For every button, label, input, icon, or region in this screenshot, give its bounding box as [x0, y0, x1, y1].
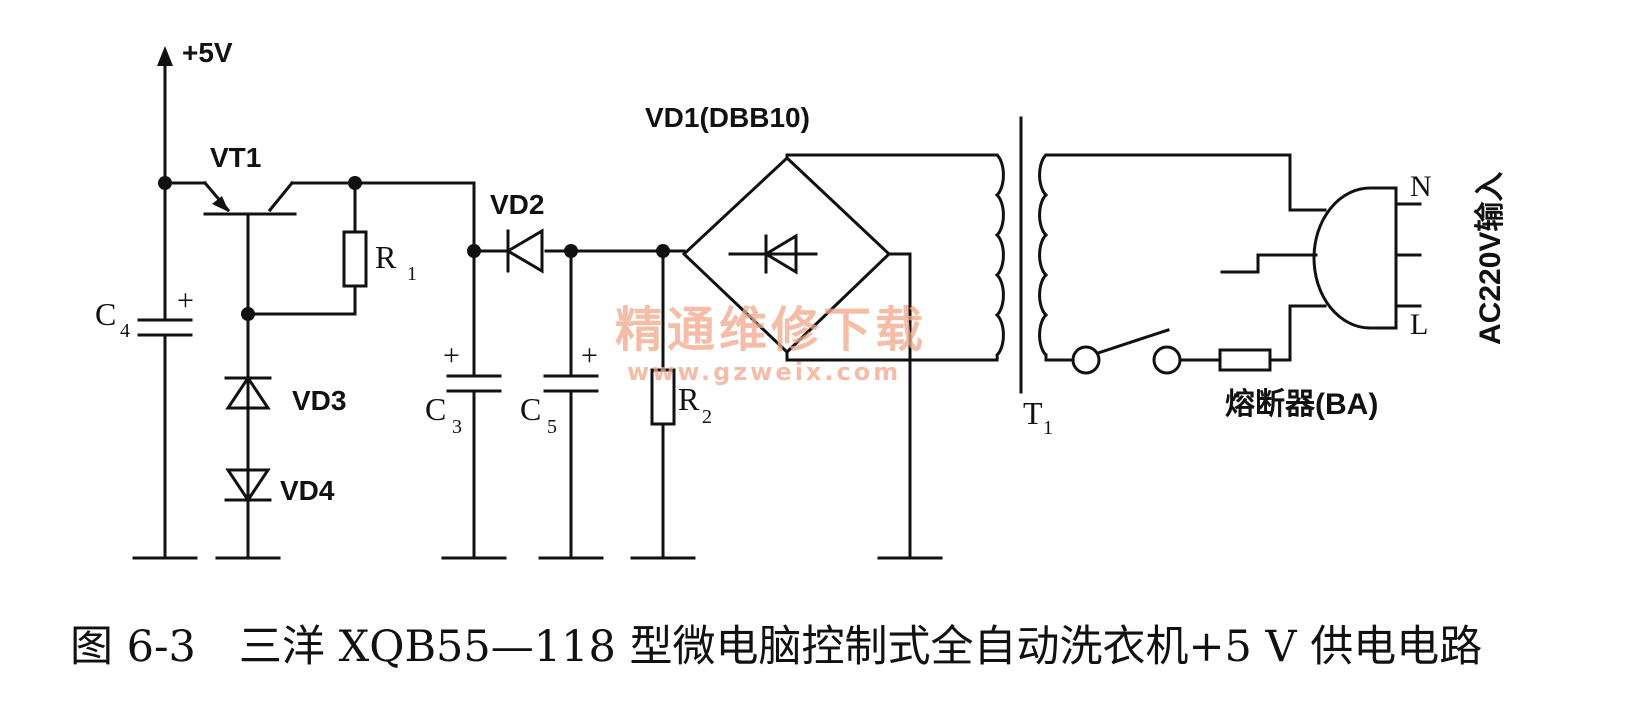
junctions	[158, 176, 670, 321]
vt1-emitter-arrow-icon	[212, 196, 229, 212]
capacitor-c3	[446, 374, 502, 393]
l-label: L	[1410, 308, 1428, 341]
c4-subscript: 4	[120, 320, 130, 342]
c5-label: C	[520, 391, 541, 427]
r2-subscript: 2	[702, 406, 712, 428]
zener-vd3	[224, 375, 272, 410]
r1-label: R	[375, 239, 397, 275]
capacitor-c5	[543, 374, 599, 393]
wires	[132, 46, 1327, 560]
c4-plus: +	[177, 284, 194, 317]
vt1-label: VT1	[210, 142, 261, 173]
power-switch	[1071, 328, 1182, 375]
ac-plug-icon	[1220, 186, 1422, 330]
fuse-label: 熔断器(BA)	[1225, 387, 1378, 421]
supply-label: +5V	[182, 37, 233, 68]
vd4-label: VD4	[280, 475, 335, 506]
c3-subscript: 3	[452, 416, 462, 438]
vd3-label: VD3	[292, 385, 346, 416]
figure-caption: 图 6-3 三洋 XQB55—118 型微电脑控制式全自动洗衣机+5 V 供电电…	[70, 622, 1483, 672]
capacitor-c4	[137, 318, 193, 337]
ac-input-label: AC220V输入	[1474, 172, 1507, 345]
c3-plus: +	[443, 339, 460, 372]
resistor-r1	[342, 230, 368, 288]
fuse-resistor	[1218, 348, 1272, 372]
r1-subscript: 1	[407, 263, 417, 285]
transformer-t1	[994, 116, 1049, 394]
watermark-url: www.gzweix.com	[627, 358, 901, 386]
diode-vd2	[505, 228, 544, 274]
zener-vd4	[224, 468, 272, 503]
n-label: N	[1410, 170, 1432, 203]
resistor-r2	[650, 368, 676, 426]
t1-subscript: 1	[1043, 417, 1053, 439]
component-labels: +5V VT1 R 1 C 4 + VD3 VD4 VD2 + C 3 + C …	[95, 37, 1507, 506]
c3-label: C	[425, 391, 446, 427]
watermark: 精通维修下载 www.gzweix.com	[615, 302, 927, 386]
c5-subscript: 5	[547, 416, 557, 438]
c4-label: C	[95, 296, 116, 332]
bridge-rectifier-vd1	[681, 155, 892, 355]
c5-plus: +	[581, 339, 598, 372]
vd1-label: VD1(DBB10)	[645, 102, 810, 133]
vd2-label: VD2	[490, 189, 544, 220]
supply-arrow-icon	[157, 46, 173, 66]
watermark-title: 精通维修下载	[615, 302, 927, 358]
t1-label: T	[1023, 395, 1043, 431]
r2-label: R	[678, 381, 700, 417]
